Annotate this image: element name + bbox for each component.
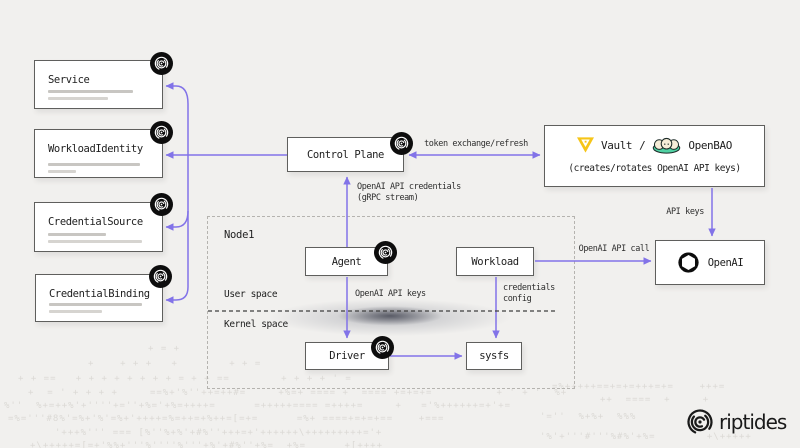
openbao-icon: [653, 137, 681, 154]
credential-binding-box: CredentialBinding: [35, 274, 163, 322]
service-box: Service: [34, 60, 163, 109]
background-glyphs: +\+++++=[=+'%%+'''%''''%'''+%'+#%''+%= +…: [30, 441, 384, 448]
wire-to-service: [165, 82, 189, 105]
riptides-badge-icon: [150, 193, 173, 216]
riptides-wordmark: riptides: [719, 410, 787, 434]
placeholder-line: [48, 170, 76, 173]
placeholder-line: [48, 97, 108, 100]
edge-label-openai-api-call: OpenAI API call: [578, 244, 650, 254]
vault-title-row: Vault / OpenBAO: [545, 136, 764, 154]
placeholder-line: [48, 233, 106, 236]
vault-subtitle: (creates/rotates OpenAI API keys): [568, 163, 741, 174]
agent-label: Agent: [331, 255, 362, 268]
agent-box: Agent: [305, 247, 388, 276]
credential-binding-label: CredentialBinding: [49, 288, 150, 300]
openai-label: OpenAI: [707, 256, 744, 269]
placeholder-line: [48, 163, 140, 166]
workload-box: Workload: [456, 247, 534, 276]
background-glyphs: + + == + + + + + + + + = + + == + + + + …: [18, 374, 352, 384]
background-glyphs: =%+++++==+=+=+++=+= +++=: [552, 382, 726, 392]
vault-openbao-box: Vault / OpenBAO (creates/rotates OpenAI …: [544, 125, 765, 187]
edge-label-line: OpenAI API credentials: [357, 182, 461, 192]
riptides-badge-icon: [374, 241, 397, 264]
credential-source-box: CredentialSource: [34, 202, 163, 252]
openbao-label: OpenBAO: [688, 138, 732, 152]
background-glyphs: + = +: [148, 344, 181, 354]
service-label: Service: [48, 74, 90, 86]
background-glyphs: %'' %+=++%'+''''+=''+%='+%=++++= =+++++=…: [4, 401, 512, 411]
placeholder-line: [49, 303, 142, 306]
background-glyphs: '%'+'''#'''%#%'+%= +\+++++: [540, 432, 752, 442]
openai-box: OpenAI: [655, 240, 765, 285]
edge-label-api-keys: API keys: [666, 207, 704, 217]
workload-identity-box: WorkloadIdentity: [34, 129, 163, 178]
kernel-space-label: Kernel space: [224, 319, 288, 330]
edge-label-line: credentials: [503, 283, 555, 293]
edge-label-openai-api-keys: OpenAI API keys: [355, 289, 426, 299]
edge-label-token-exchange: token exchange/refresh: [424, 139, 528, 149]
background-glyphs: '='' %+%+ %%%: [540, 412, 637, 422]
placeholder-line: [49, 310, 102, 313]
workload-label: Workload: [471, 255, 519, 268]
edge-label-line: (gRPC stream): [357, 193, 419, 204]
edge-label-grpc-stream: OpenAI API credentials(gRPC stream): [357, 182, 461, 204]
credential-source-label: CredentialSource: [48, 216, 143, 228]
riptides-badge-icon: [371, 336, 394, 359]
riptides-badge-icon: [149, 265, 172, 288]
control-plane-label: Control Plane: [307, 148, 384, 161]
riptides-badge-icon: [390, 132, 413, 155]
riptides-badge-icon: [150, 121, 173, 144]
wire-to-credential-source: [165, 210, 189, 231]
riptides-logo: riptides: [686, 408, 787, 436]
riptides-mark-icon: [686, 408, 714, 436]
control-plane-box: Control Plane: [287, 137, 404, 172]
riptides-badge-icon: [150, 52, 173, 75]
sysfs-box: sysfs: [466, 342, 522, 370]
background-glyphs: + = ' + + + + ==%+'%''++=++#= +%=+ ==== …: [28, 388, 568, 398]
vault-separator: /: [639, 138, 646, 152]
node1-title: Node1: [224, 229, 255, 241]
background-glyphs: =%='''#8%'=%+'%'=%+'++++=%=++=+%++=[=+= …: [8, 414, 445, 424]
background-glyphs: '+++%''' === [%''%+%'+#%''+++=+'++++++\+…: [55, 428, 383, 438]
workload-identity-label: WorkloadIdentity: [48, 143, 143, 155]
user-space-label: User space: [224, 289, 278, 300]
openai-icon: [676, 251, 700, 274]
vault-label: Vault: [601, 138, 633, 152]
sysfs-label: sysfs: [479, 350, 509, 362]
placeholder-line: [48, 240, 142, 243]
background-glyphs: ++ ==== + +: [600, 395, 710, 405]
driver-label: Driver: [329, 350, 365, 362]
placeholder-line: [48, 90, 133, 93]
edge-label-line: config: [503, 294, 532, 305]
node1-container: [207, 216, 575, 389]
wire-to-credential-binding: [165, 286, 189, 304]
background-glyphs: + + + + + + + =: [88, 359, 262, 369]
vault-icon: [577, 137, 595, 153]
